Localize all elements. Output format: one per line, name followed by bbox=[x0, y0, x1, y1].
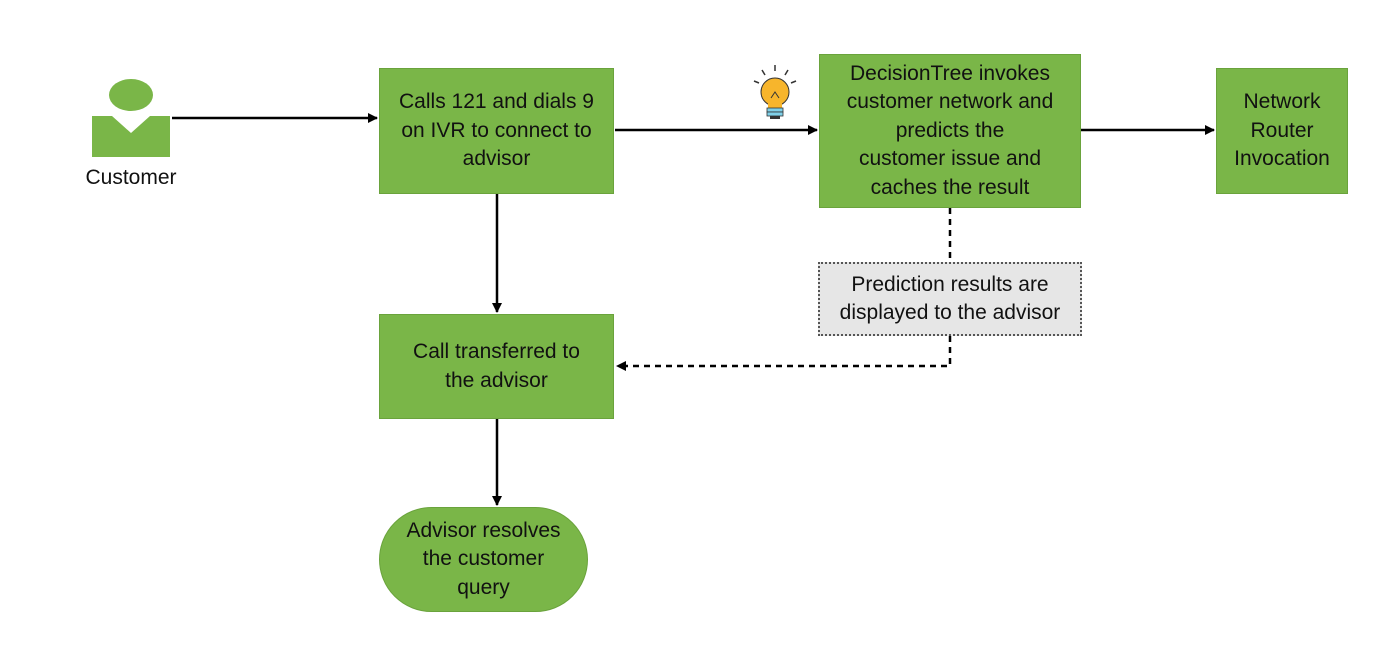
person-icon bbox=[92, 79, 170, 157]
call-transfer-node: Call transferred to the advisor bbox=[379, 314, 614, 419]
advisor-resolves-node: Advisor resolves the customer query bbox=[379, 507, 588, 612]
call-transfer-text: Call transferred to the advisor bbox=[413, 340, 580, 392]
ivr-call-node: Calls 121 and dials 9 on IVR to connect … bbox=[379, 68, 614, 194]
ivr-call-text: Calls 121 and dials 9 on IVR to connect … bbox=[399, 90, 594, 171]
connector-note-to-transfer bbox=[616, 336, 952, 371]
customer-label: Customer bbox=[85, 166, 177, 189]
prediction-note: Prediction results are displayed to the … bbox=[818, 262, 1082, 336]
network-router-text: Network Router Invocation bbox=[1234, 90, 1330, 171]
advisor-resolves-text: Advisor resolves the customer query bbox=[406, 518, 561, 599]
prediction-note-text: Prediction results are displayed to the … bbox=[839, 273, 1061, 324]
decision-tree-text: DecisionTree invokes customer network an… bbox=[846, 61, 1054, 199]
decision-tree-node: DecisionTree invokes customer network an… bbox=[819, 54, 1081, 208]
lightbulb-icon bbox=[753, 65, 797, 119]
network-router-node: Network Router Invocation bbox=[1216, 68, 1348, 194]
